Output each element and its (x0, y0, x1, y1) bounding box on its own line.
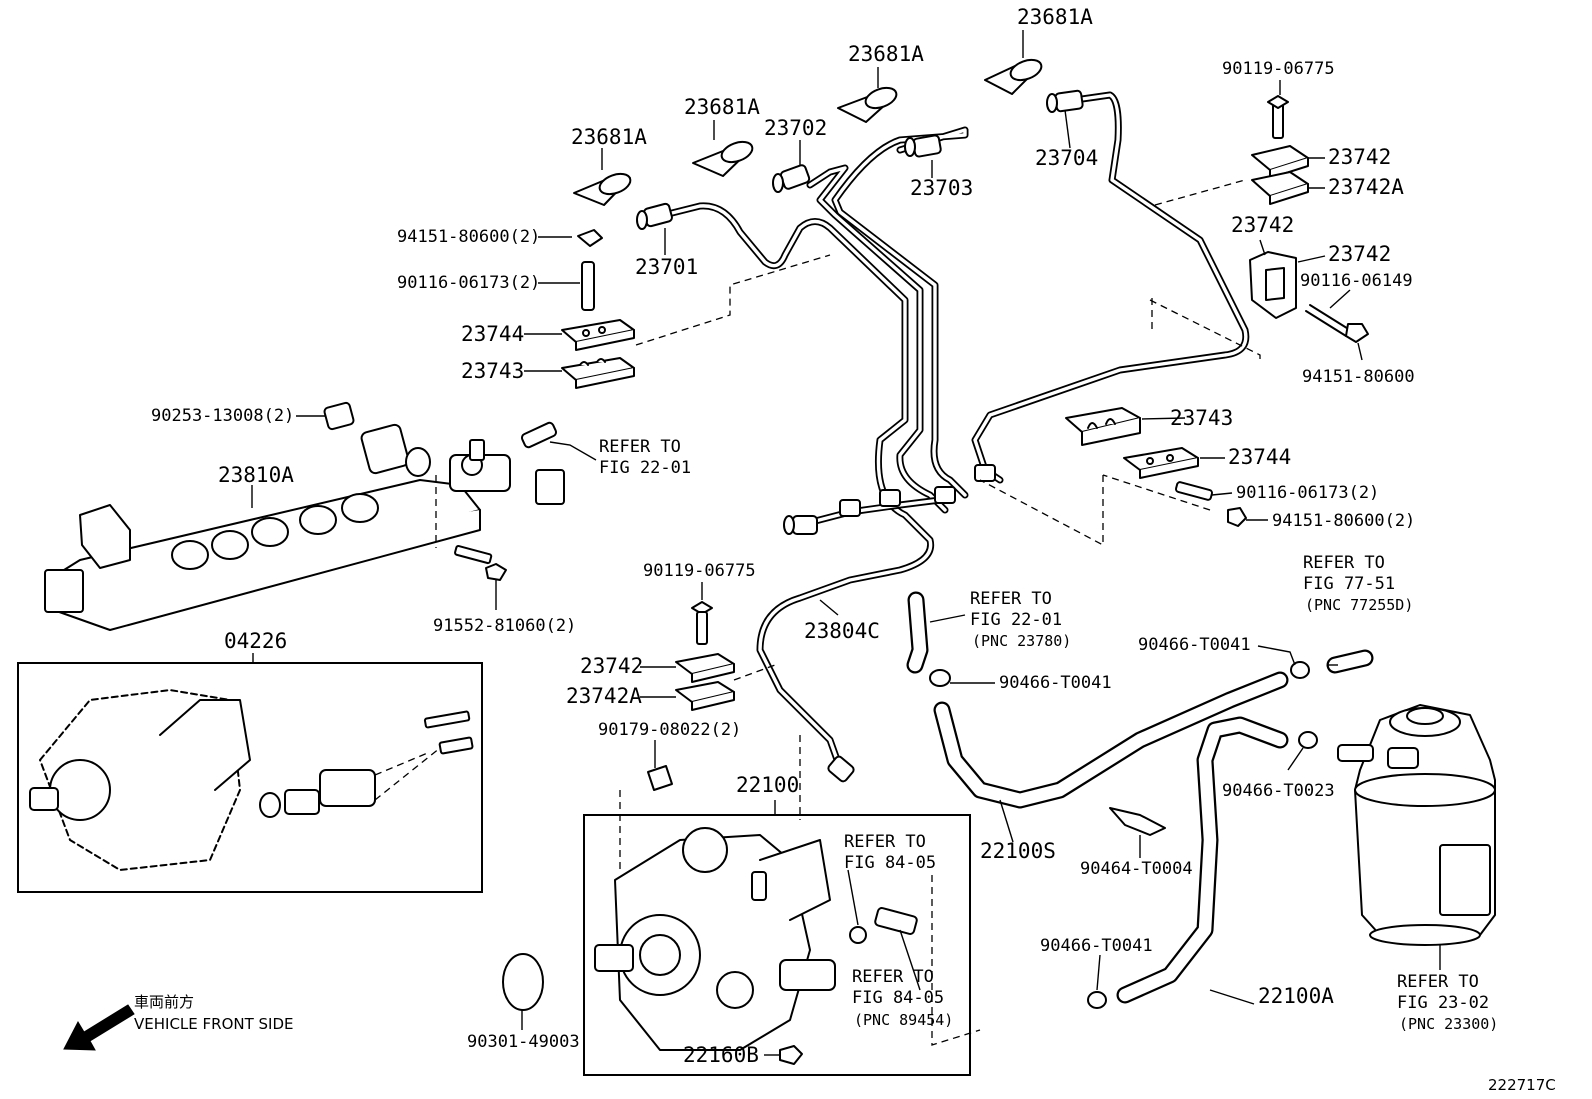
label-fig-23-02: FIG 23-02 (1397, 993, 1489, 1013)
label-refer-to: REFER TO (844, 832, 926, 852)
label-90466-T0023: 90466-T0023 (1222, 781, 1335, 801)
vehicle-front-arrow (63, 1004, 135, 1051)
label-refer-to: REFER TO (1397, 972, 1479, 992)
label-23742: 23742 (580, 654, 643, 678)
label-90466-T0041: 90466-T0041 (999, 673, 1112, 693)
label-90253-13008: 90253-13008(2) (151, 406, 294, 426)
dashed-guide-lines (435, 179, 1261, 1046)
label-23681A: 23681A (848, 42, 924, 66)
label-pnc-23780: (PNC 23780) (972, 632, 1071, 650)
fuel-filter (1337, 704, 1496, 946)
label-refer-to: REFER TO (852, 967, 934, 987)
label-23681A: 23681A (1017, 5, 1093, 29)
label-90301-49003: 90301-49003 (467, 1032, 580, 1052)
label-fig-22-01: FIG 22-01 (970, 610, 1062, 630)
left-clamp-stack (561, 229, 635, 389)
fuel-hoses (906, 591, 1374, 1004)
right-clamp-stack (1249, 95, 1369, 343)
label-90116-06173: 90116-06173(2) (1236, 483, 1379, 503)
label-94151-80600: 94151-80600(2) (1272, 511, 1415, 531)
label-22100A: 22100A (1258, 984, 1334, 1008)
label-94151-80600: 94151-80600 (1302, 367, 1415, 387)
label-fig-77-51: FIG 77-51 (1303, 574, 1395, 594)
label-pnc-89454: (PNC 89454) (854, 1011, 953, 1029)
label-23742: 23742 (1328, 145, 1391, 169)
label-23742A: 23742A (566, 684, 642, 708)
label-23743: 23743 (1170, 406, 1233, 430)
figure-id: 222717C (1488, 1076, 1556, 1094)
label-23744: 23744 (461, 322, 524, 346)
hose-clips (929, 661, 1318, 1009)
label-refer-to: REFER TO (599, 437, 681, 457)
label-23703: 23703 (910, 176, 973, 200)
label-90464-T0004: 90464-T0004 (1080, 859, 1193, 879)
label-23810A: 23810A (218, 463, 294, 487)
label-90119-06775: 90119-06775 (643, 561, 756, 581)
label-23742: 23742 (1328, 242, 1391, 266)
pipe-fittings (636, 89, 1084, 783)
label-23681A: 23681A (571, 125, 647, 149)
label-fig-22-01: FIG 22-01 (599, 458, 691, 478)
part-labels: 23681A 23681A 23681A 23681A 23702 23703 … (134, 5, 1556, 1094)
label-fig-84-05: FIG 84-05 (844, 853, 936, 873)
sleeve-23681A (573, 58, 1043, 206)
label-90466-T0041: 90466-T0041 (1138, 635, 1251, 655)
label-pnc-23300: (PNC 23300) (1399, 1015, 1498, 1033)
label-refer-to: REFER TO (970, 589, 1052, 609)
label-22100S: 22100S (980, 839, 1056, 863)
label-22160B: 22160B (683, 1043, 759, 1067)
leader-lines (251, 30, 1441, 1056)
label-pnc-77255d: (PNC 77255D) (1305, 596, 1413, 614)
label-94151-80600: 94151-80600(2) (397, 227, 540, 247)
label-23702: 23702 (764, 116, 827, 140)
label-91552-81060: 91552-81060(2) (433, 616, 576, 636)
label-23742A: 23742A (1328, 175, 1404, 199)
pump-22100-box (583, 814, 971, 1076)
label-vehicle-front-jp: 車両前方 (134, 993, 194, 1011)
label-23743: 23743 (461, 359, 524, 383)
common-rail-23810A (44, 401, 565, 631)
label-90116-06173: 90116-06173(2) (397, 273, 540, 293)
label-fig-84-05: FIG 84-05 (852, 988, 944, 1008)
label-23701: 23701 (635, 255, 698, 279)
label-90179-08022: 90179-08022(2) (598, 720, 741, 740)
label-90466-T0041: 90466-T0041 (1040, 936, 1153, 956)
label-90116-06149: 90116-06149 (1300, 271, 1413, 291)
label-refer-to: REFER TO (1303, 553, 1385, 573)
o-ring-90301 (502, 953, 544, 1011)
label-23704: 23704 (1035, 146, 1098, 170)
injection-pipes (656, 91, 1250, 772)
label-23744: 23744 (1228, 445, 1291, 469)
lower-clamp (647, 601, 735, 791)
label-23742: 23742 (1231, 213, 1294, 237)
label-23681A: 23681A (684, 95, 760, 119)
label-90119-06775: 90119-06775 (1222, 59, 1335, 79)
label-vehicle-front-side: VEHICLE FRONT SIDE (134, 1015, 294, 1033)
label-23804C: 23804C (804, 619, 880, 643)
label-04226: 04226 (224, 629, 287, 653)
label-22100: 22100 (736, 773, 799, 797)
right-lower-clamp (1065, 407, 1247, 527)
box-04226 (17, 662, 483, 893)
